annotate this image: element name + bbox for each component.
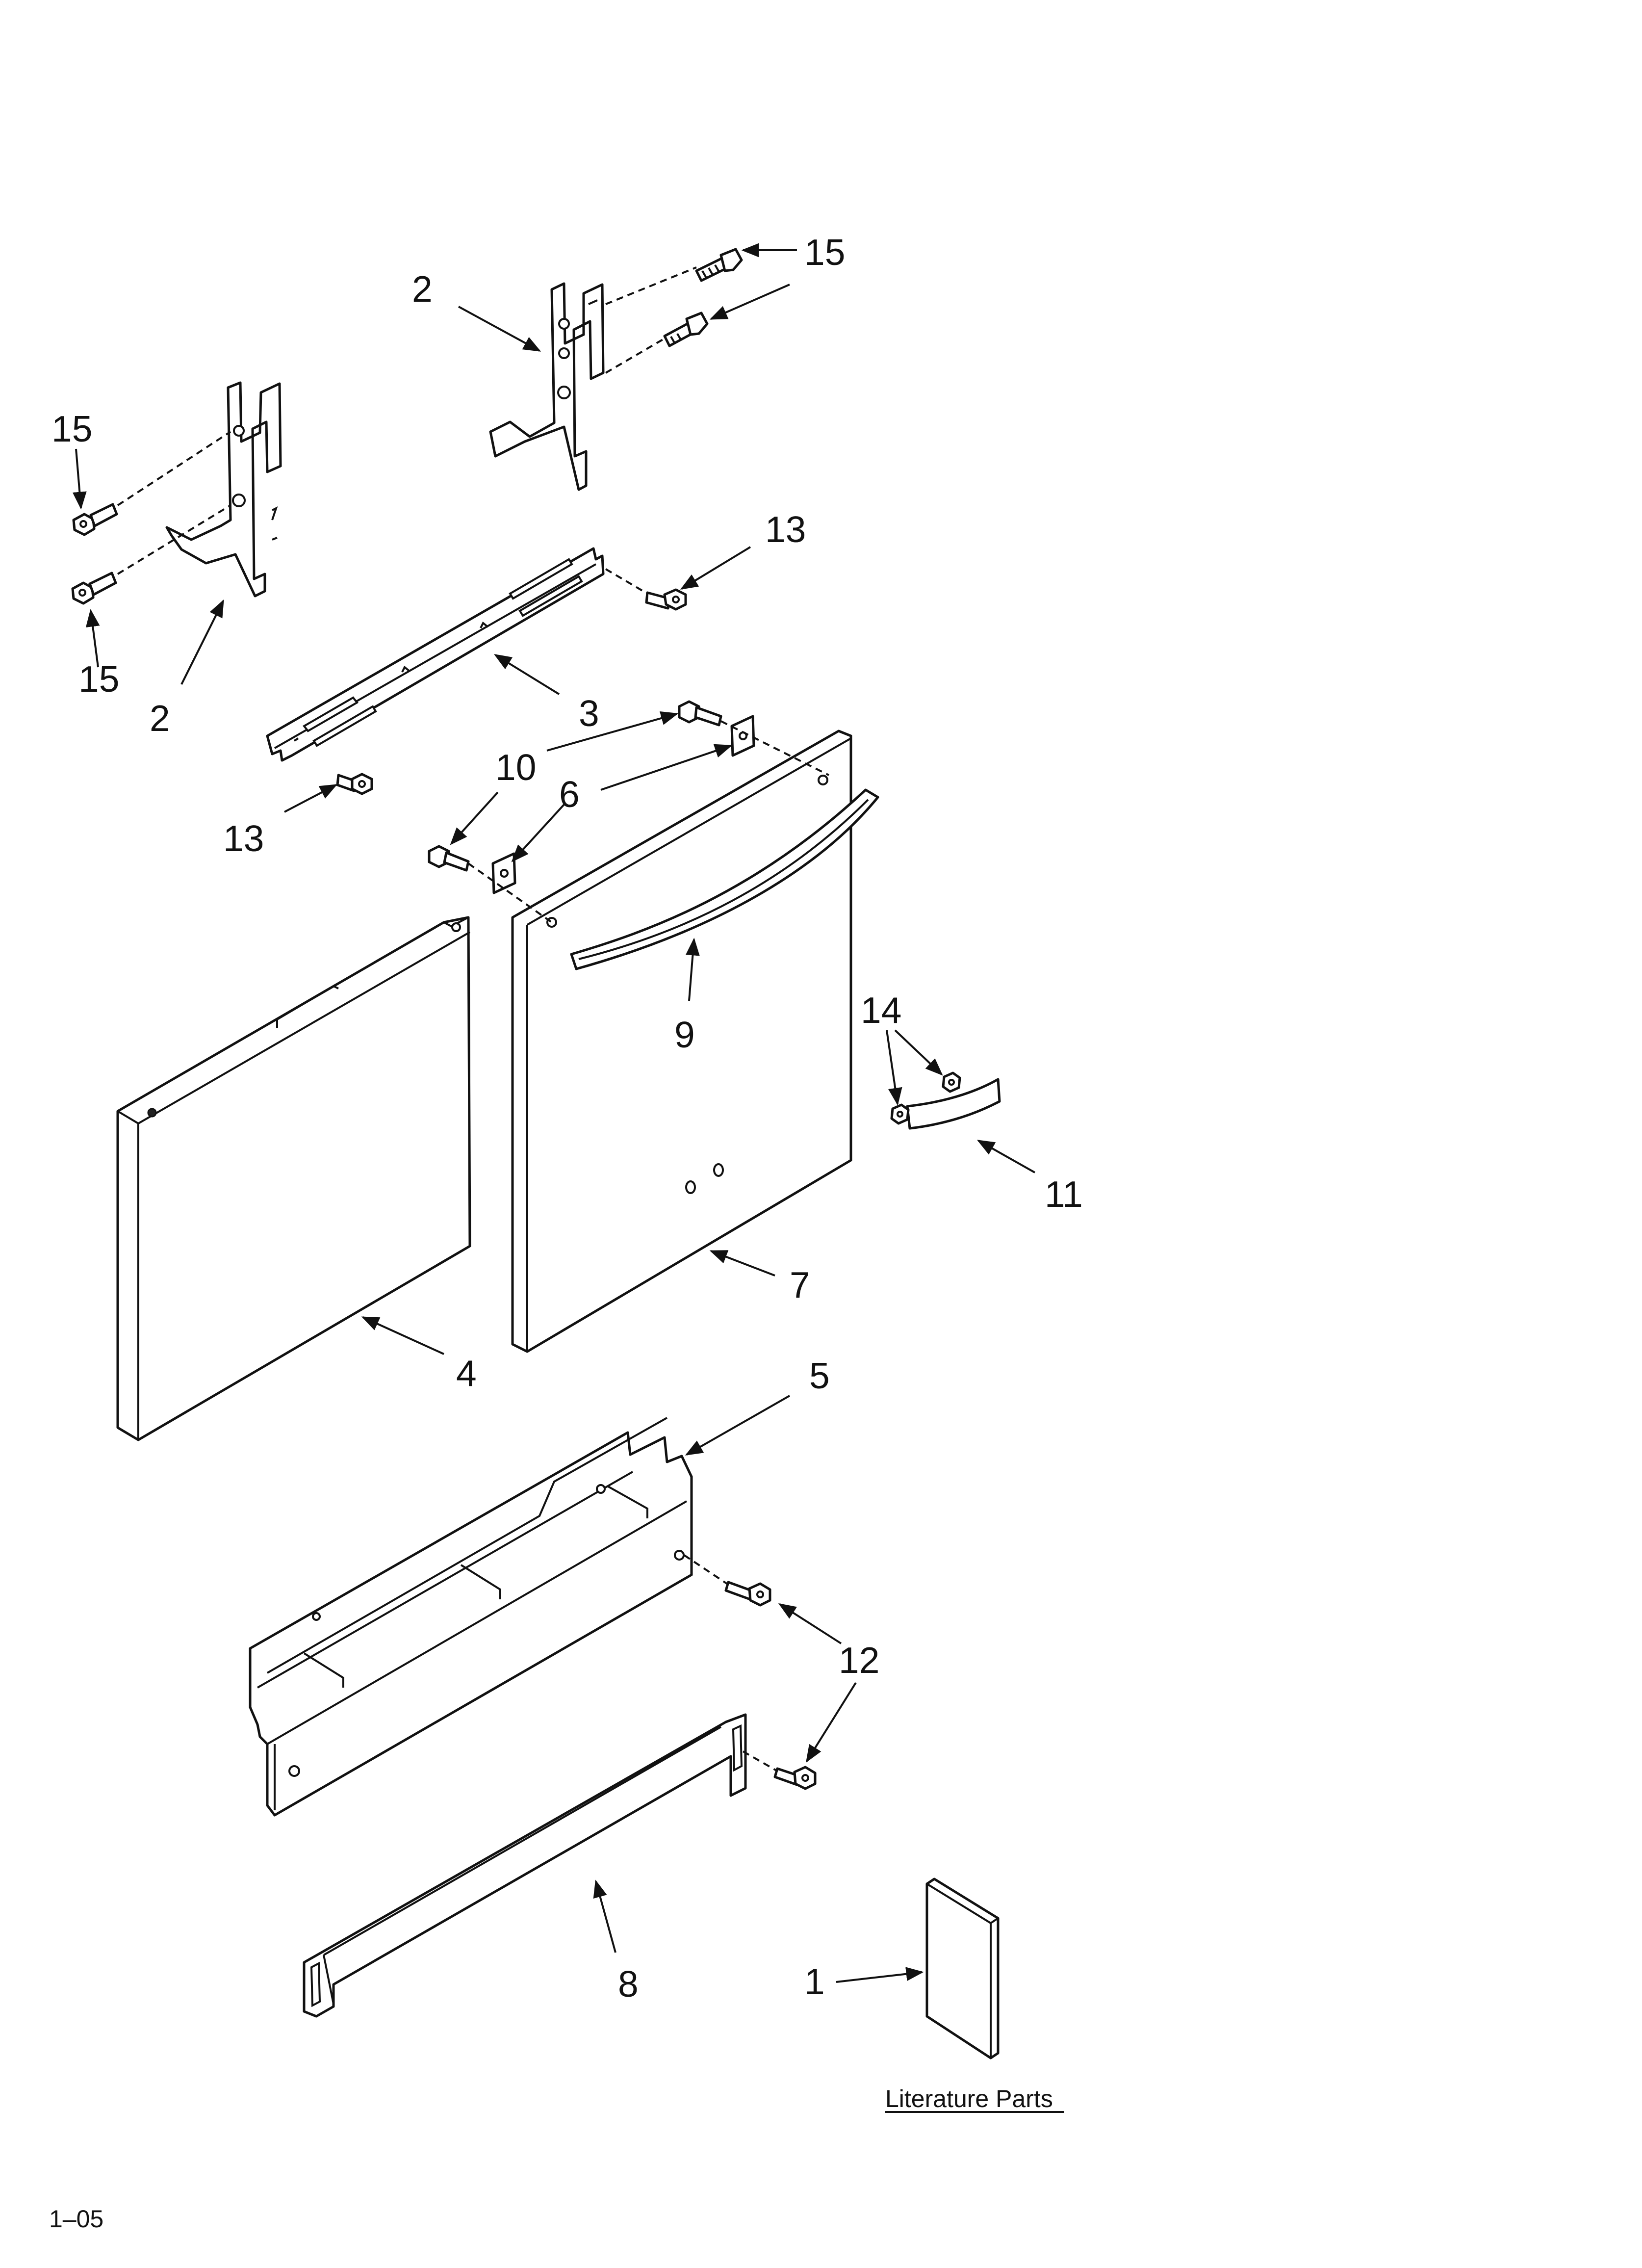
literature-booklet <box>925 1877 1000 2059</box>
callout-7: 7 <box>790 1264 810 1305</box>
callout-15-left-lower: 15 <box>78 658 119 700</box>
screw-15-left-upper <box>72 503 118 536</box>
spacer-clip-lower <box>491 852 516 894</box>
screw-13-right <box>645 588 687 611</box>
callout-3: 3 <box>579 693 599 734</box>
mounting-rail <box>266 547 605 762</box>
screw-13-left <box>336 773 373 795</box>
callout-8: 8 <box>618 1963 639 2005</box>
callout-15-left-upper: 15 <box>51 408 92 449</box>
kickplate-strip <box>303 1713 747 2018</box>
callout-labels: 15 2 15 13 15 2 3 10 6 13 9 14 11 7 4 5 … <box>51 232 1083 2005</box>
screw-10-upper <box>678 700 722 727</box>
callout-11: 11 <box>1045 1173 1083 1215</box>
callout-13-left: 13 <box>223 818 264 859</box>
callout-14: 14 <box>861 990 901 1031</box>
screw-10-lower <box>428 845 470 872</box>
callout-1: 1 <box>804 1961 825 2002</box>
screw-15-middle <box>663 312 709 347</box>
screw-15-top <box>695 248 743 282</box>
leader-arrows <box>72 243 1035 1983</box>
spacer-clip-upper <box>730 715 755 757</box>
callout-10: 10 <box>495 747 536 788</box>
callout-6: 6 <box>559 774 580 815</box>
callout-12: 12 <box>839 1640 879 1681</box>
callout-13-right: 13 <box>765 509 806 550</box>
callout-9: 9 <box>674 1014 695 1055</box>
callout-15-top: 15 <box>804 232 845 273</box>
callout-4: 4 <box>456 1353 477 1394</box>
page-code: 1–05 <box>49 2205 103 2233</box>
hex-nut-left <box>890 1103 910 1125</box>
hinge-bracket-left <box>165 381 282 598</box>
assembly-lines <box>117 266 829 1772</box>
callout-5: 5 <box>809 1355 830 1396</box>
handle-bracket <box>906 1078 1001 1130</box>
hinge-bracket-right <box>489 282 605 491</box>
callout-2-upper: 2 <box>412 268 433 310</box>
screw-12-lower <box>773 1766 817 1790</box>
screw-12-upper <box>724 1581 771 1607</box>
callout-2-lower: 2 <box>150 698 170 739</box>
hex-nut-right <box>942 1071 961 1093</box>
toe-panel <box>249 1417 693 1817</box>
literature-parts-caption: Literature Parts <box>885 2085 1053 2112</box>
screw-15-left-lower <box>71 572 117 605</box>
door-handle <box>570 788 879 970</box>
side-panel <box>116 916 471 1441</box>
